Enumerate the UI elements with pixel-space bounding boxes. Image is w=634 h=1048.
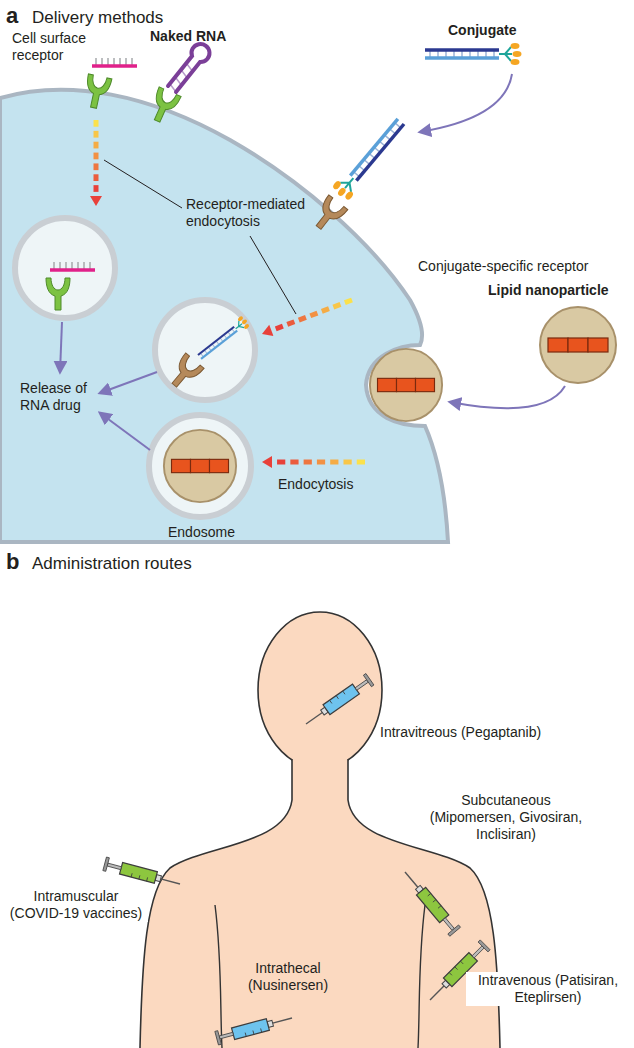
arrow-dash xyxy=(290,460,298,465)
endosome xyxy=(149,415,251,517)
syringe xyxy=(400,868,461,937)
endosome xyxy=(15,218,115,318)
arrow-head xyxy=(262,456,272,468)
conjugate xyxy=(309,195,348,235)
lipid-nanoparticle xyxy=(370,307,616,421)
arrow-dash xyxy=(317,460,325,465)
route-label: Intrathecal (Nusinersen) xyxy=(236,960,340,994)
endosome xyxy=(195,315,251,363)
movement-arrow xyxy=(100,372,157,393)
endosome xyxy=(155,300,255,400)
arrow-dash xyxy=(357,460,365,465)
movement-arrow xyxy=(420,74,512,132)
lipid-nanoparticle xyxy=(370,349,442,421)
conjugate xyxy=(330,114,409,202)
cell xyxy=(0,90,448,542)
cell xyxy=(0,90,448,542)
arrow-dash xyxy=(345,300,352,303)
arrow-dash xyxy=(330,460,338,465)
panel-letter: b xyxy=(6,548,19,575)
part-label: Conjugate xyxy=(448,22,516,39)
movement-arrow xyxy=(60,322,62,372)
conjugate xyxy=(425,43,522,65)
endosome xyxy=(165,353,204,393)
panel-title: Administration routes xyxy=(32,553,192,574)
arrow-dash xyxy=(287,322,294,325)
arrow-dash xyxy=(276,326,283,329)
endosome xyxy=(164,430,236,502)
endosome xyxy=(50,262,95,270)
arrow-dash xyxy=(94,174,99,181)
part-label: Naked RNA xyxy=(150,28,226,45)
arrow-head xyxy=(262,325,273,336)
arrow-dash xyxy=(343,460,351,465)
cell-surface-receptor xyxy=(82,74,112,110)
leader-line xyxy=(104,160,296,314)
route-label: Subcutaneous (Mipomersen, Givosiran, Inc… xyxy=(418,792,594,843)
leader-line xyxy=(250,236,296,314)
endocytosis-arrow xyxy=(90,120,365,468)
movement-arrow xyxy=(100,413,150,450)
process-label: Endocytosis xyxy=(278,476,353,493)
part-label: Lipid nanoparticle xyxy=(488,282,609,299)
lipid-nanoparticle xyxy=(540,307,616,383)
cell-surface-receptor xyxy=(92,58,137,66)
route-label: Intravitreous (Pegaptanib) xyxy=(378,724,543,741)
conjugate xyxy=(309,43,521,235)
arrow-dash xyxy=(299,317,306,320)
syringe xyxy=(302,674,374,730)
arrow-dash xyxy=(310,313,317,316)
arrow-dash xyxy=(94,131,99,138)
syringe xyxy=(215,1011,294,1045)
arrow-head xyxy=(90,196,102,206)
movement-arrow xyxy=(450,386,565,408)
arrow-dash xyxy=(94,153,99,160)
arrow-dash xyxy=(94,142,99,149)
endosome xyxy=(46,278,70,310)
human-body xyxy=(215,905,425,1048)
naked-rna xyxy=(146,44,209,126)
human-body xyxy=(258,612,382,768)
arrow-dash xyxy=(94,163,99,170)
arrow-dash xyxy=(322,309,329,312)
cell-surface-receptor xyxy=(82,58,137,110)
arrow-dash xyxy=(304,460,312,465)
part-label: Cell surface receptor xyxy=(12,30,107,64)
endosome xyxy=(15,218,255,517)
process-label: Release of RNA drug xyxy=(20,380,100,414)
arrow-dash xyxy=(94,185,99,192)
part-label: Conjugate-specific receptor xyxy=(418,258,588,275)
leader-line xyxy=(104,160,182,208)
arrow-dash xyxy=(333,304,340,307)
syringe xyxy=(103,857,182,891)
process-label: Receptor-mediated endocytosis xyxy=(186,196,326,230)
route-label: Intravenous (Patisiran, Eteplirsen) xyxy=(466,972,630,1006)
panel-letter: a xyxy=(6,2,18,29)
arrow-dash xyxy=(94,120,99,127)
naked-rna xyxy=(168,44,209,92)
panel-title: Delivery methods xyxy=(32,7,163,28)
part-label: Endosome xyxy=(168,524,235,541)
arrow-dash xyxy=(277,460,285,465)
route-label: Intramuscular (COVID-19 vaccines) xyxy=(4,888,148,922)
